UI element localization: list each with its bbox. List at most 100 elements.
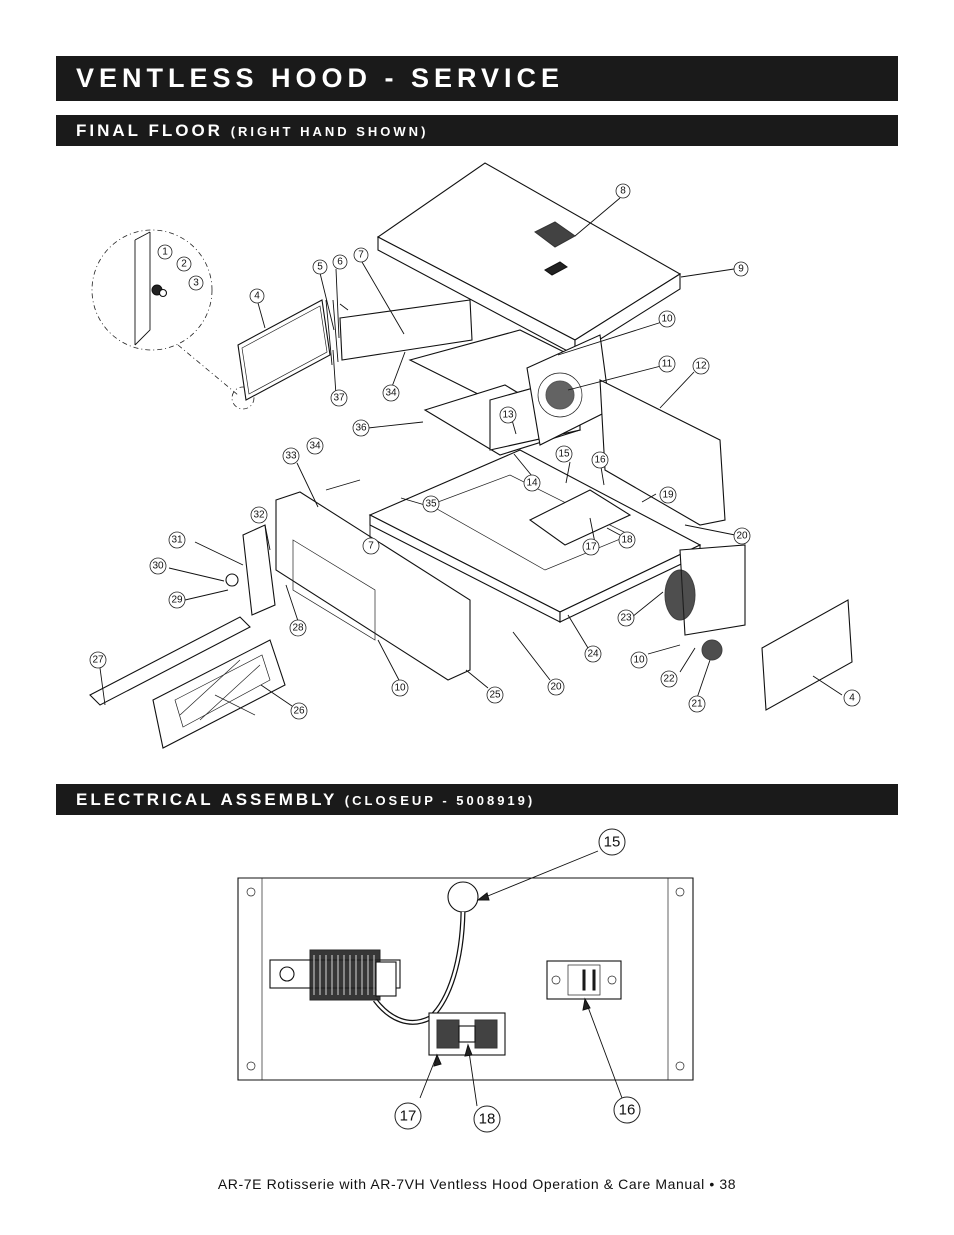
section-subtitle: (RIGHT HAND SHOWN) <box>230 124 429 139</box>
svg-text:6: 6 <box>337 257 343 268</box>
section-title: ELECTRICAL ASSEMBLY <box>76 790 338 809</box>
callout-14: 14 <box>523 474 541 492</box>
callout-10c: 10 <box>391 679 409 697</box>
callouts-electrical: 15 17 18 16 <box>394 828 641 1133</box>
top-cover <box>376 162 682 356</box>
callout-29: 29 <box>168 591 186 609</box>
contactor <box>428 1012 506 1056</box>
svg-text:17: 17 <box>400 1108 417 1125</box>
callout-16-e: 16 <box>613 1096 641 1124</box>
svg-text:9: 9 <box>738 264 744 275</box>
right-door-panel <box>761 599 853 711</box>
svg-text:14: 14 <box>526 478 538 489</box>
terminal-block <box>269 949 401 1001</box>
callout-22: 22 <box>660 670 678 688</box>
svg-text:37: 37 <box>333 393 345 404</box>
page-title: VENTLESS HOOD - SERVICE <box>76 63 565 93</box>
svg-text:7: 7 <box>368 541 374 552</box>
callout-8: 8 <box>615 183 631 199</box>
svg-text:4: 4 <box>254 291 260 302</box>
svg-text:29: 29 <box>171 595 183 606</box>
callout-6: 6 <box>332 254 348 270</box>
callout-36: 36 <box>352 419 370 437</box>
svg-text:3: 3 <box>193 278 199 289</box>
svg-text:20: 20 <box>736 531 748 542</box>
callout-7b: 7 <box>362 537 380 555</box>
callout-37: 37 <box>330 389 348 407</box>
svg-text:32: 32 <box>253 510 265 521</box>
svg-text:5: 5 <box>317 262 323 273</box>
callout-18: 18 <box>618 531 636 549</box>
leader-lines <box>99 197 843 707</box>
svg-text:20: 20 <box>550 682 562 693</box>
callout-12: 12 <box>692 357 710 375</box>
callout-27: 27 <box>89 651 107 669</box>
callout-15: 15 <box>555 445 573 463</box>
svg-text:21: 21 <box>691 699 703 710</box>
callout-5: 5 <box>312 259 328 275</box>
callout-18-e: 18 <box>473 1105 501 1133</box>
svg-text:33: 33 <box>285 451 297 462</box>
svg-text:8: 8 <box>620 186 626 197</box>
svg-text:19: 19 <box>662 490 674 501</box>
svg-text:30: 30 <box>152 561 164 572</box>
electrical-closeup-diagram: 15 17 18 16 <box>237 828 694 1133</box>
callout-16: 16 <box>591 451 609 469</box>
mounting-plate <box>237 877 694 1081</box>
hinge-bracket <box>325 299 473 366</box>
svg-text:15: 15 <box>604 834 621 851</box>
svg-text:26: 26 <box>293 706 305 717</box>
left-side-housing <box>275 491 471 681</box>
callout-17-e: 17 <box>394 1102 422 1130</box>
svg-text:11: 11 <box>662 359 673 370</box>
callouts: 1 2 3 4 5 6 7 8 9 10 11 12 13 14 15 16 1… <box>89 183 861 720</box>
callout-31: 31 <box>168 531 186 549</box>
callout-33: 33 <box>282 447 300 465</box>
callout-20: 20 <box>733 527 751 545</box>
svg-text:16: 16 <box>594 455 606 466</box>
callout-32: 32 <box>250 506 268 524</box>
callout-2: 2 <box>176 256 192 272</box>
bottom-strip <box>89 616 251 706</box>
svg-text:4: 4 <box>849 693 855 704</box>
svg-text:25: 25 <box>489 690 501 701</box>
callout-13: 13 <box>499 406 517 424</box>
svg-text:18: 18 <box>479 1111 496 1128</box>
control-panel <box>225 524 276 616</box>
svg-text:35: 35 <box>425 499 437 510</box>
svg-text:2: 2 <box>181 259 187 270</box>
svg-text:7: 7 <box>358 250 364 261</box>
fan-assembly <box>664 544 746 661</box>
callout-34a: 34 <box>382 384 400 402</box>
section-title: FINAL FLOOR <box>76 121 223 140</box>
svg-text:36: 36 <box>355 423 367 434</box>
exploded-view-diagram: 1 2 3 4 5 6 7 8 9 10 11 12 13 14 15 16 1… <box>89 162 861 749</box>
callout-4: 4 <box>249 288 265 304</box>
callout-9: 9 <box>733 261 749 277</box>
svg-text:34: 34 <box>385 388 397 399</box>
callout-25: 25 <box>486 686 504 704</box>
callout-21: 21 <box>688 695 706 713</box>
callout-23: 23 <box>617 609 635 627</box>
callout-10b: 10 <box>630 651 648 669</box>
left-door-panel <box>237 299 331 401</box>
callout-4b: 4 <box>843 689 861 707</box>
svg-text:12: 12 <box>695 361 707 372</box>
grommet <box>447 881 479 913</box>
base-tray <box>368 449 702 623</box>
svg-text:24: 24 <box>587 649 599 660</box>
callout-11: 11 <box>658 355 676 373</box>
relay <box>546 960 622 1000</box>
detail-magnifier <box>91 229 255 410</box>
leader-lines-electrical <box>419 850 623 1107</box>
svg-text:27: 27 <box>92 655 104 666</box>
callout-34b: 34 <box>306 437 324 455</box>
svg-text:28: 28 <box>292 623 304 634</box>
svg-text:22: 22 <box>663 674 675 685</box>
svg-text:23: 23 <box>620 613 632 624</box>
callout-30: 30 <box>149 557 167 575</box>
svg-text:34: 34 <box>309 441 321 452</box>
callout-10: 10 <box>658 310 676 328</box>
callout-28: 28 <box>289 619 307 637</box>
svg-text:17: 17 <box>585 542 597 553</box>
